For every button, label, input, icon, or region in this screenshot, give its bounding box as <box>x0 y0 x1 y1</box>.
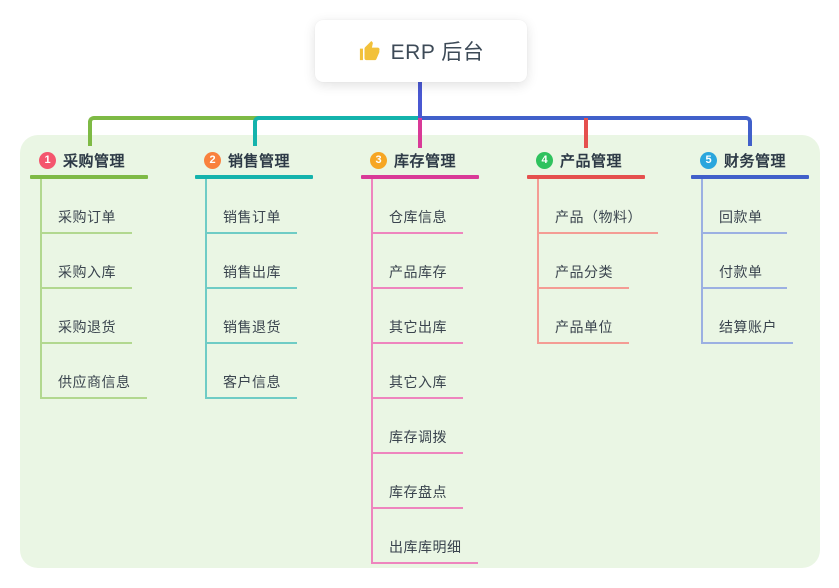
child-node-purchase-order[interactable]: 采购订单 <box>40 179 132 234</box>
branch-children: 产品（物料） 产品分类 产品单位 <box>527 179 658 344</box>
child-node-customer-info[interactable]: 客户信息 <box>205 344 297 399</box>
branch-purchase-management: 1 采购管理 采购订单 采购入库 采购退货 供应商信息 <box>30 148 148 399</box>
branch-label: 产品管理 <box>560 152 623 170</box>
branch-label: 采购管理 <box>63 152 126 170</box>
branch-number-badge: 2 <box>204 151 221 169</box>
thumbs-up-icon <box>358 40 381 63</box>
branch-underline <box>527 175 645 179</box>
root-node-label: ERP 后台 <box>390 41 485 64</box>
branch-number-badge: 5 <box>700 151 717 169</box>
branch-label: 销售管理 <box>228 152 291 170</box>
child-node-outbound-detail[interactable]: 出库库明细 <box>371 509 478 564</box>
branch-title-sales[interactable]: 2 销售管理 <box>195 148 313 172</box>
branch-inventory-management: 3 库存管理 仓库信息 产品库存 其它出库 其它入库 库存调拨 库存盘点 出库库… <box>361 148 479 564</box>
child-node-purchase-inbound[interactable]: 采购入库 <box>40 234 132 289</box>
child-node-other-outbound[interactable]: 其它出库 <box>371 289 463 344</box>
child-node-purchase-return[interactable]: 采购退货 <box>40 289 132 344</box>
connector-branch-inventory <box>418 118 422 148</box>
children-connector-line <box>40 179 42 399</box>
child-node-product-category[interactable]: 产品分类 <box>537 234 629 289</box>
child-node-warehouse-info[interactable]: 仓库信息 <box>371 179 463 234</box>
branch-underline <box>691 175 809 179</box>
branch-number-badge: 1 <box>39 151 56 169</box>
child-node-supplier-info[interactable]: 供应商信息 <box>40 344 147 399</box>
branch-children: 仓库信息 产品库存 其它出库 其它入库 库存调拨 库存盘点 出库库明细 <box>361 179 479 564</box>
children-connector-line <box>205 179 207 399</box>
branch-title-product[interactable]: 4 产品管理 <box>527 148 658 172</box>
child-node-product-stock[interactable]: 产品库存 <box>371 234 463 289</box>
branch-title-purchase[interactable]: 1 采购管理 <box>30 148 148 172</box>
branch-sales-management: 2 销售管理 销售订单 销售出库 销售退货 客户信息 <box>195 148 313 399</box>
branch-underline <box>195 175 313 179</box>
child-node-product-unit[interactable]: 产品单位 <box>537 289 629 344</box>
branch-children: 采购订单 采购入库 采购退货 供应商信息 <box>30 179 148 399</box>
child-node-sales-order[interactable]: 销售订单 <box>205 179 297 234</box>
branch-number-badge: 4 <box>536 151 553 169</box>
branch-title-inventory[interactable]: 3 库存管理 <box>361 148 479 172</box>
connector-branch-product <box>584 118 588 148</box>
connector-root <box>418 82 422 120</box>
child-node-payment-order[interactable]: 付款单 <box>701 234 787 289</box>
branch-underline <box>361 175 479 179</box>
connector-branch-sales <box>253 116 418 146</box>
child-node-receipt-order[interactable]: 回款单 <box>701 179 787 234</box>
child-node-product-material[interactable]: 产品（物料） <box>537 179 658 234</box>
child-node-settlement-account[interactable]: 结算账户 <box>701 289 793 344</box>
mindmap-background-panel <box>20 135 820 568</box>
branch-number-badge: 3 <box>370 151 387 169</box>
children-connector-line <box>701 179 703 344</box>
children-connector-line <box>537 179 539 344</box>
root-node[interactable]: ERP 后台 <box>315 20 527 82</box>
branch-finance-management: 5 财务管理 回款单 付款单 结算账户 <box>691 148 809 344</box>
child-node-other-inbound[interactable]: 其它入库 <box>371 344 463 399</box>
branch-label: 库存管理 <box>394 152 457 170</box>
branch-children: 销售订单 销售出库 销售退货 客户信息 <box>195 179 313 399</box>
branch-product-management: 4 产品管理 产品（物料） 产品分类 产品单位 <box>527 148 658 344</box>
child-node-stock-taking[interactable]: 库存盘点 <box>371 454 463 509</box>
branch-underline <box>30 175 148 179</box>
child-node-sales-outbound[interactable]: 销售出库 <box>205 234 297 289</box>
child-node-sales-return[interactable]: 销售退货 <box>205 289 297 344</box>
branch-label: 财务管理 <box>724 152 787 170</box>
branch-children: 回款单 付款单 结算账户 <box>691 179 809 344</box>
child-node-stock-transfer[interactable]: 库存调拨 <box>371 399 463 454</box>
children-connector-line <box>371 179 373 564</box>
branch-title-finance[interactable]: 5 财务管理 <box>691 148 809 172</box>
